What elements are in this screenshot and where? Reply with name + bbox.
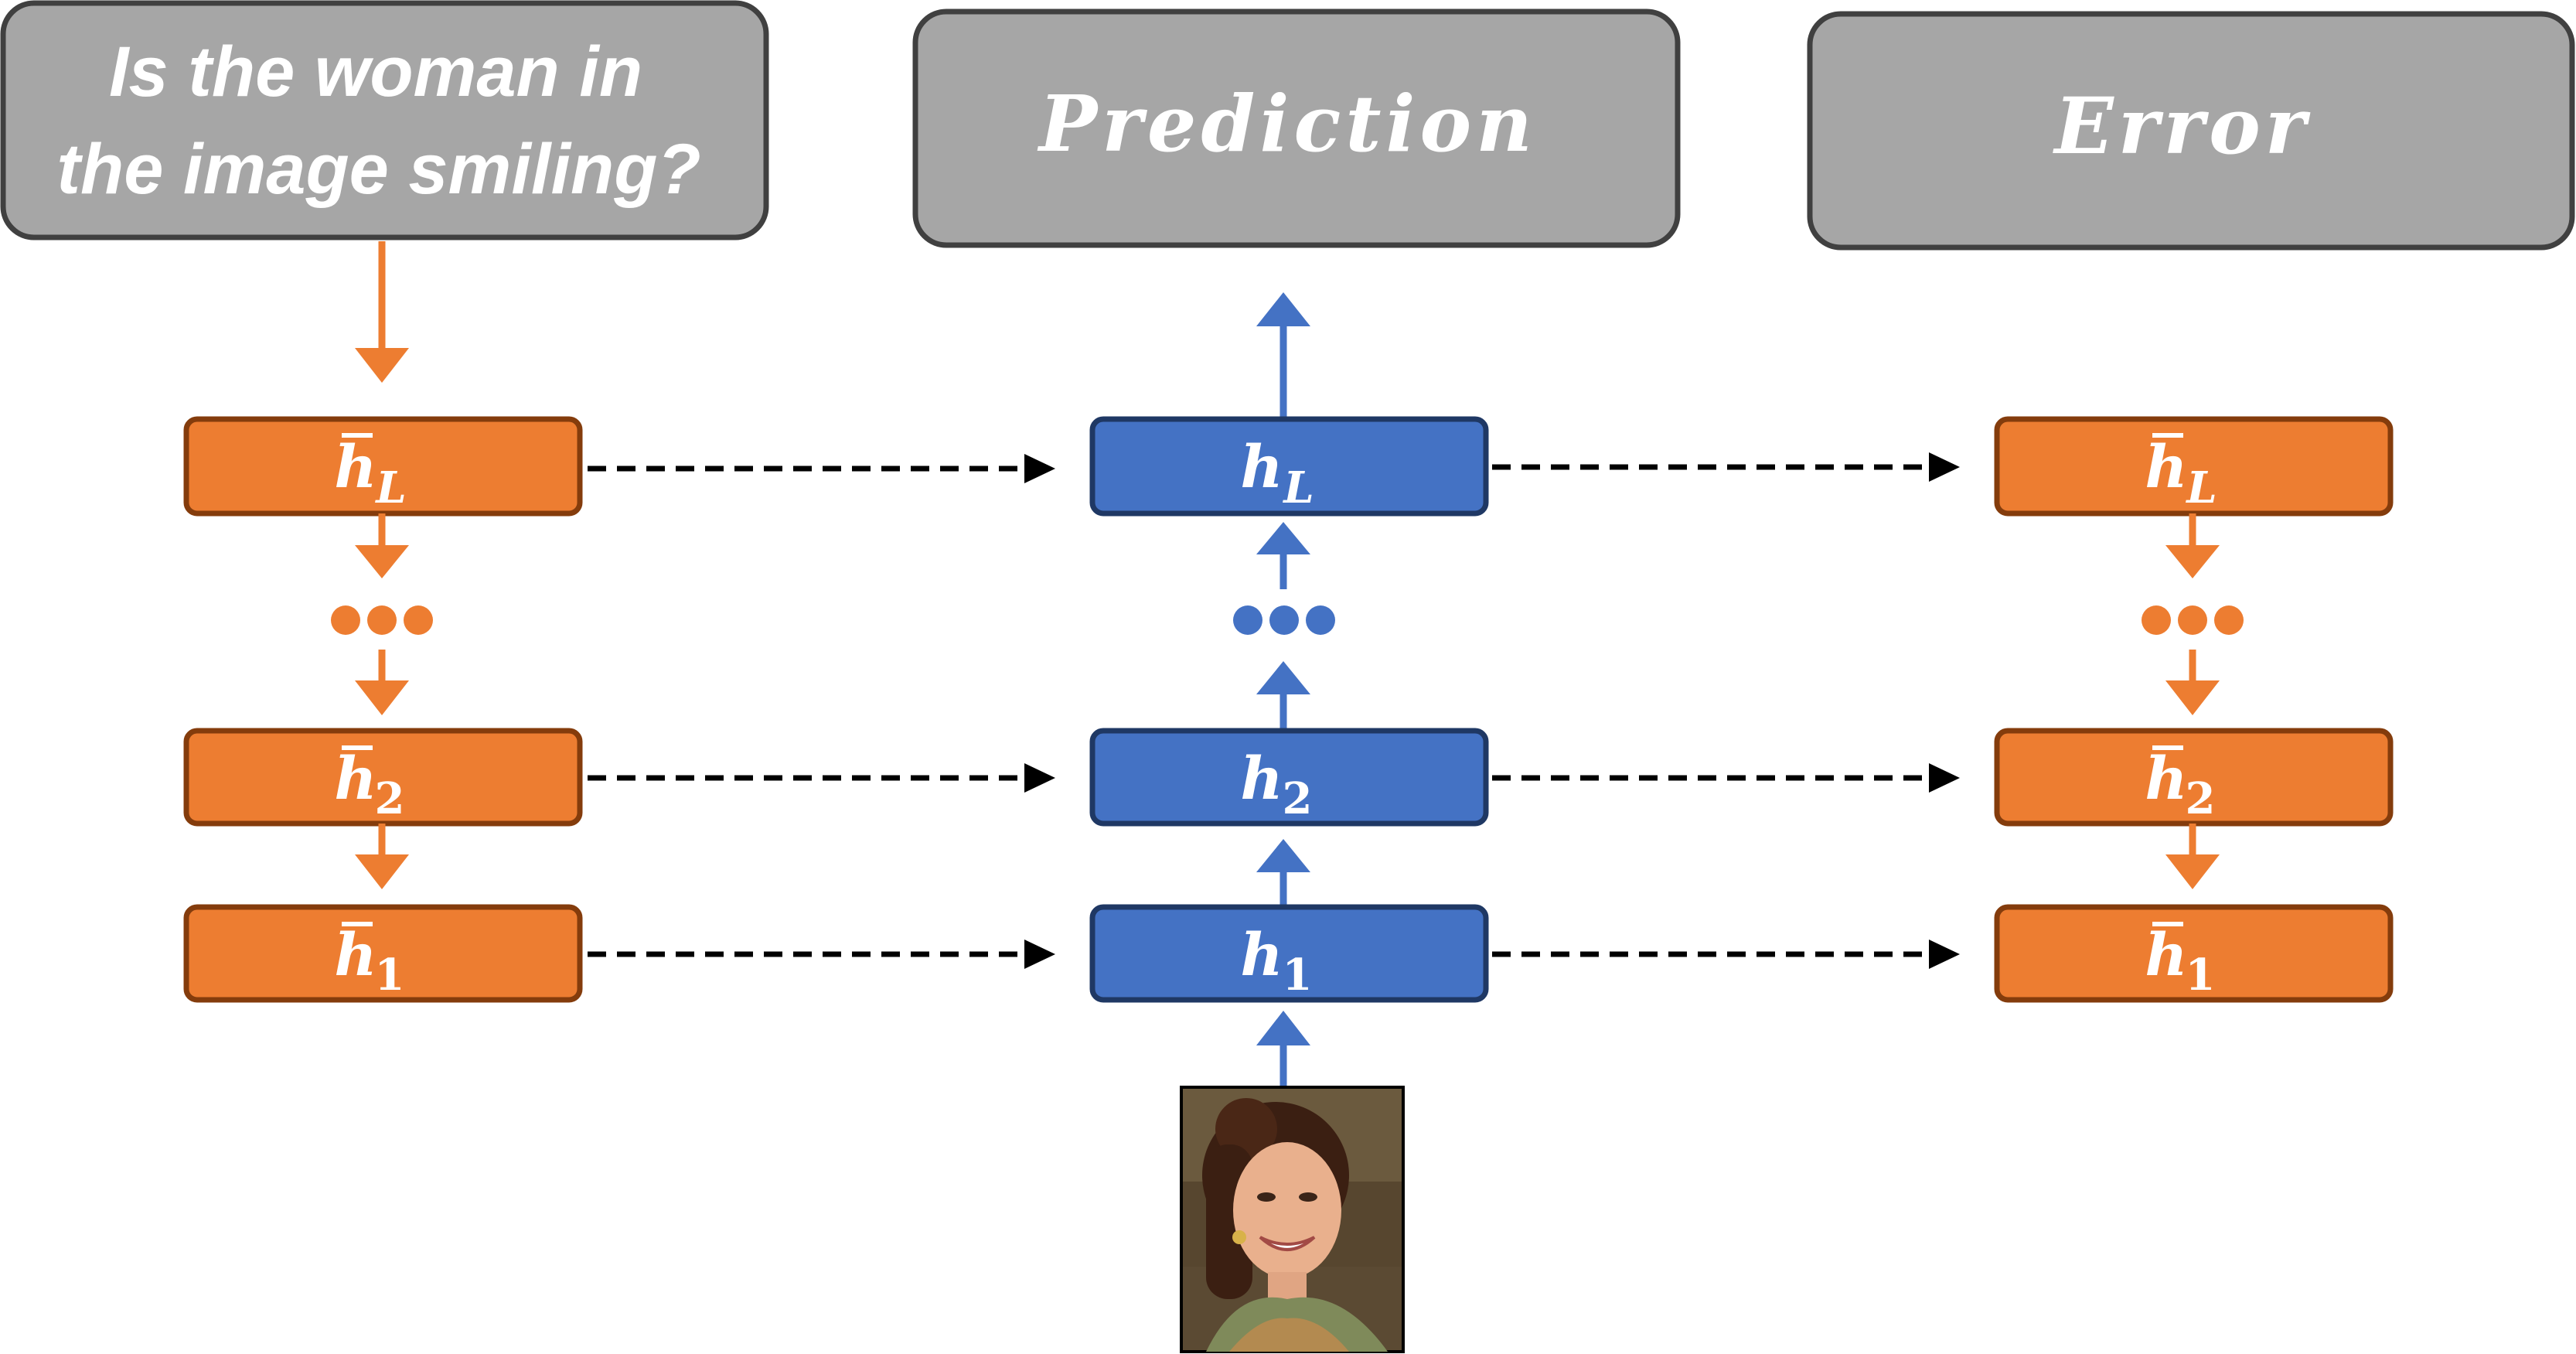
arrowhead-up xyxy=(1256,1011,1310,1045)
middle-h1-base: h xyxy=(1240,920,1283,989)
prediction-box: Prediction xyxy=(912,9,1681,248)
arrowhead-up xyxy=(1256,292,1310,326)
question-line-2: the image smiling? xyxy=(56,130,700,209)
middle-hL-base: h xyxy=(1240,432,1283,501)
arrowhead-down xyxy=(355,854,409,889)
arrowhead-up xyxy=(1256,839,1310,872)
middle-h2-sub: 2 xyxy=(1283,773,1313,824)
left-h2-base: h xyxy=(334,744,377,813)
middle-ellipsis-dots xyxy=(1233,605,1335,635)
question-box: Is the woman in the image smiling? xyxy=(0,0,769,240)
arrowhead-up xyxy=(1256,522,1310,554)
left-layer-hL: h L xyxy=(183,416,583,517)
right-column: h L h 2 h 1 xyxy=(1994,416,2394,1003)
right-layer-h1: h 1 xyxy=(1994,904,2394,1003)
arrowhead-down xyxy=(2165,545,2220,578)
left-hL-sub: L xyxy=(374,462,406,513)
left-hL-base: h xyxy=(334,432,377,501)
error-box: Error xyxy=(1807,11,2575,251)
middle-h1-sub: 1 xyxy=(1283,950,1313,1001)
arrowhead-down xyxy=(2165,854,2220,889)
middle-hL-sub: L xyxy=(1282,462,1314,513)
input-portrait-image xyxy=(1180,1086,1405,1353)
error-label: Error xyxy=(2053,80,2311,172)
prediction-label: Prediction xyxy=(1037,78,1537,169)
arrowhead-down xyxy=(355,545,409,578)
right-h1-sub: 1 xyxy=(2186,950,2216,1001)
right-h2-base: h xyxy=(2145,744,2187,813)
left-layer-h1: h 1 xyxy=(183,904,583,1003)
middle-h2-base: h xyxy=(1240,744,1283,813)
left-h2-sub: 2 xyxy=(375,773,405,824)
arrowhead-down xyxy=(2165,680,2220,715)
middle-layer-h1: h 1 xyxy=(1089,904,1489,1003)
left-h1-sub: 1 xyxy=(375,950,405,1001)
middle-column: h L h 2 h 1 xyxy=(1089,292,1489,1086)
middle-layer-h2: h 2 xyxy=(1089,728,1489,827)
left-h1-base: h xyxy=(334,920,377,989)
right-layer-h2: h 2 xyxy=(1994,728,2394,827)
left-column: h L h 2 h 1 xyxy=(183,241,583,1003)
question-line-1: Is the woman in xyxy=(109,32,642,111)
right-layer-hL: h L xyxy=(1994,416,2394,517)
right-ellipsis-dots xyxy=(2142,605,2244,635)
right-hL-sub: L xyxy=(2185,462,2217,513)
right-h2-sub: 2 xyxy=(2186,773,2216,824)
dashed-connectors xyxy=(588,452,1960,969)
left-ellipsis-dots xyxy=(331,605,433,635)
left-layer-h2: h 2 xyxy=(183,728,583,827)
arrowhead-down xyxy=(355,680,409,715)
middle-layer-hL: h L xyxy=(1089,416,1489,517)
right-hL-base: h xyxy=(2145,432,2187,501)
arrowhead-up xyxy=(1256,661,1310,694)
arrowhead-down xyxy=(355,348,409,383)
right-h1-base: h xyxy=(2145,920,2187,989)
